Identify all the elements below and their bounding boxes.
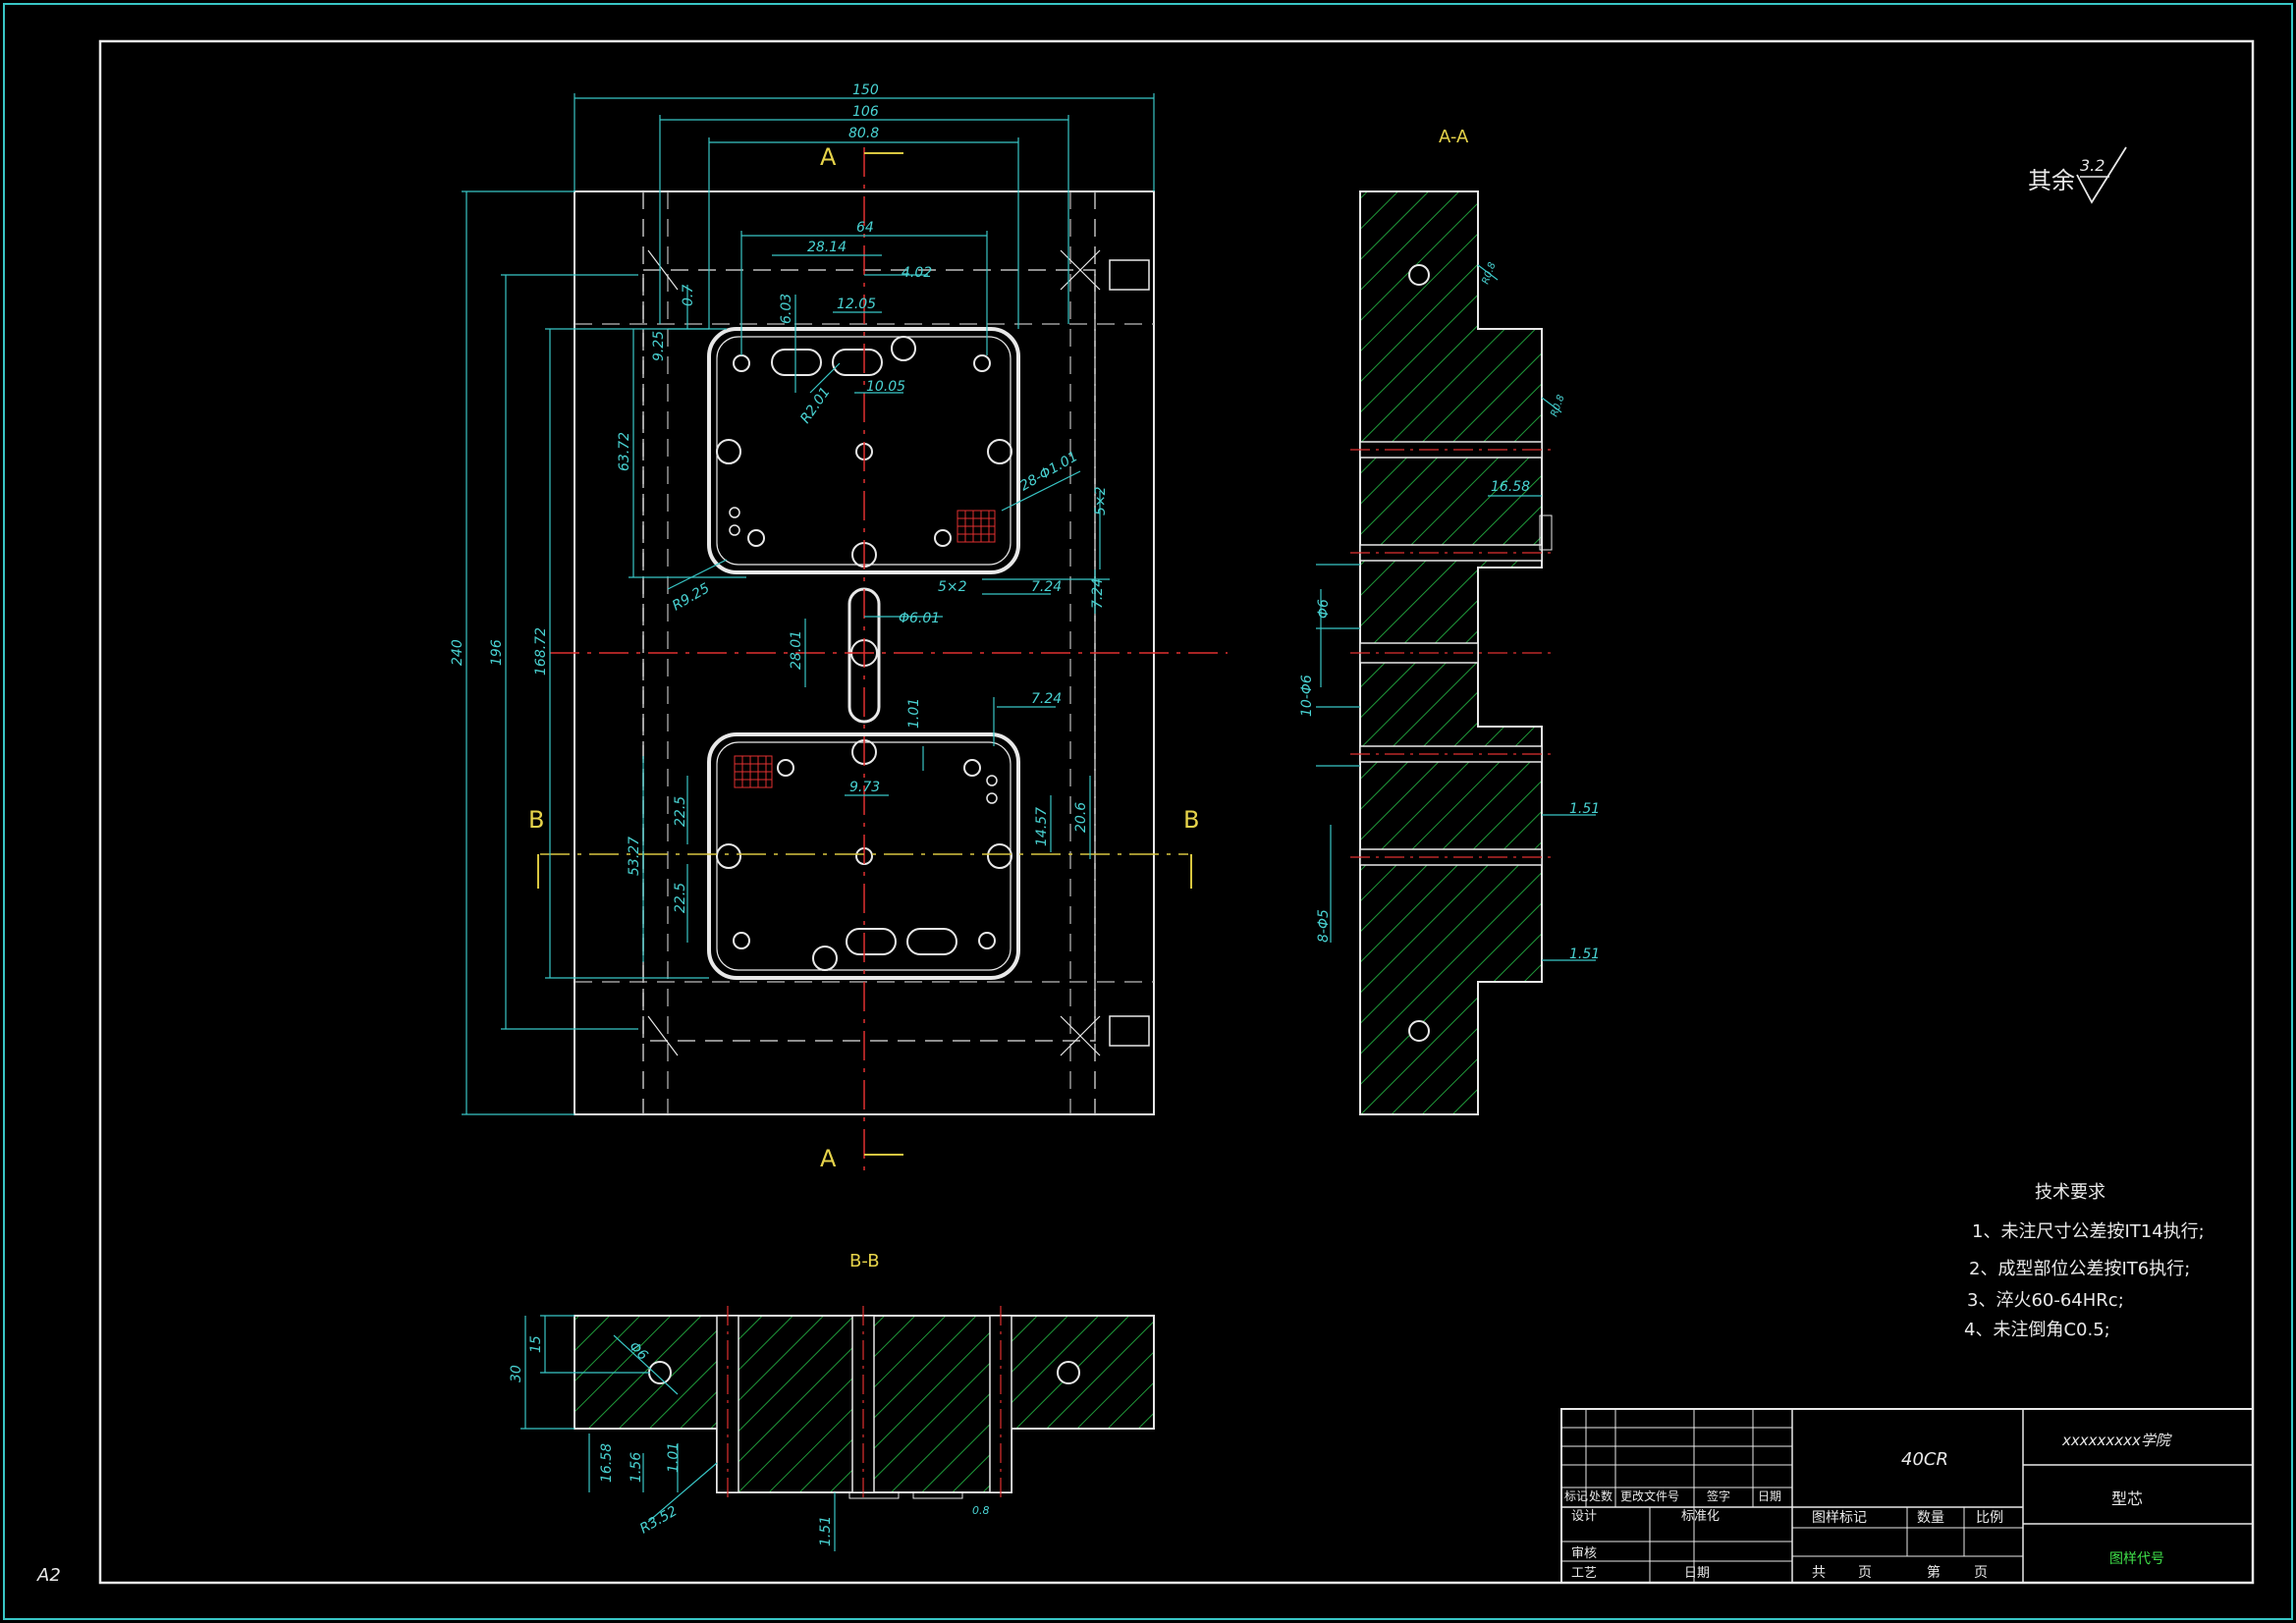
dim-14-57: 14.57 [1034, 807, 1050, 846]
dim-28-14: 28.14 [807, 240, 847, 255]
dim-22-5-b: 22.5 [673, 883, 688, 913]
tech-item-4: 4、未注倒角C0.5; [1964, 1320, 2110, 1340]
part-name: 型芯 [2111, 1489, 2143, 1508]
aa-dim-1-51-a: 1.51 [1569, 801, 1600, 817]
school-label: xxxxxxxxx学院 [2061, 1432, 2172, 1449]
dim-overall-width: 150 [852, 82, 879, 98]
page2-label: 页 [1974, 1565, 1988, 1581]
section-aa-title: A-A [1439, 127, 1469, 147]
dim-overall-height: 240 [450, 639, 465, 666]
material-label: 40CR [1901, 1449, 1948, 1470]
bb-dim-15: 15 [528, 1335, 544, 1353]
dim-phi6-01: Φ6.01 [899, 611, 940, 626]
roughness-value: 3.2 [2080, 156, 2105, 175]
aa-dim-16-58: 16.58 [1491, 479, 1530, 495]
dim-5x2-vertical: 5×2 [1093, 486, 1109, 515]
outer-border [3, 3, 2293, 1620]
date-label: 日期 [1684, 1566, 1710, 1581]
dim-64: 64 [856, 220, 874, 236]
aa-dim-8-phi5: 8-Φ5 [1316, 909, 1332, 943]
dim-1-01: 1.01 [906, 698, 922, 729]
dim-9-73: 9.73 [849, 780, 880, 795]
dim-106: 106 [852, 104, 879, 120]
cut-label-left: B [528, 806, 544, 834]
aa-dim-1-51-b: 1.51 [1569, 947, 1600, 962]
standardize-label: 标准化 [1681, 1509, 1720, 1524]
bb-dim-1-51: 1.51 [818, 1516, 834, 1546]
dim-20-6: 20.6 [1073, 802, 1089, 833]
bb-dim-0-8: 0.8 [972, 1504, 990, 1517]
tech-title: 技术要求 [2035, 1182, 2105, 1203]
roughness-label: 其余 [2028, 167, 2075, 194]
bb-dim-1-56: 1.56 [629, 1452, 644, 1483]
dim-r2-01: R2.01 [797, 385, 834, 427]
header-change-doc: 更改文件号 [1620, 1488, 1679, 1503]
header-date: 日期 [1758, 1489, 1781, 1503]
dim-80-8: 80.8 [848, 126, 879, 141]
dim-10-05: 10.05 [866, 379, 905, 395]
sheet-size-label: A2 [36, 1565, 61, 1586]
dim-12-05: 12.05 [837, 297, 876, 312]
drawing-frame [98, 39, 2255, 1585]
dim-63-72: 63.72 [617, 432, 632, 471]
tech-item-3: 3、淬火60-64HRc; [1967, 1290, 2124, 1311]
dim-7-24-b: 7.24 [1090, 578, 1106, 609]
dim-9-25: 9.25 [651, 331, 667, 361]
process-label: 工艺 [1571, 1566, 1597, 1581]
upper-cavity [707, 327, 1020, 574]
cut-label-right: B [1183, 806, 1199, 834]
bb-dim-r3-52: R3.52 [637, 1503, 681, 1537]
dim-7-24-a: 7.24 [1031, 579, 1062, 595]
header-sign: 签字 [1707, 1488, 1730, 1503]
bb-dim-1-01: 1.01 [666, 1442, 682, 1473]
dim-6-03: 6.03 [779, 294, 794, 324]
dim-168-72: 168.72 [533, 627, 549, 676]
cut-label-bottom: A [820, 1145, 837, 1172]
dim-7-24-c: 7.24 [1031, 691, 1062, 707]
aa-dim-r-a: R0.8 [1480, 261, 1498, 286]
section-bb: B-B 15 30 Φ6 [509, 1251, 1155, 1551]
tech-item-1: 1、未注尺寸公差按IT14执行; [1972, 1221, 2205, 1242]
roughness-symbol: 其余 3.2 [2028, 146, 2127, 204]
scale-label: 比例 [1976, 1510, 2003, 1526]
roughness-check-icon [2076, 146, 2127, 204]
quantity-label: 数量 [1917, 1510, 1944, 1526]
header-mark: 标记 [1564, 1489, 1588, 1503]
total-label: 共 [1812, 1565, 1826, 1581]
title-block-text: 40CR xxxxxxxxx学院 型芯 图样代号 标记 处数 更改文件号 签字 … [1564, 1432, 2172, 1581]
section-bb-title: B-B [849, 1251, 880, 1271]
dim-5x2-horizontal: 5×2 [938, 579, 967, 595]
tech-item-2: 2、成型部位公差按IT6执行; [1969, 1259, 2190, 1279]
drawing-mark-label: 图样标记 [1812, 1510, 1867, 1526]
hidden-outline [642, 269, 1096, 1042]
lower-cavity [707, 732, 1020, 980]
page-label: 页 [1858, 1565, 1872, 1581]
dim-196: 196 [489, 639, 505, 666]
main-view: A A B B [450, 82, 1228, 1178]
title-block [1560, 1408, 2254, 1584]
dim-22-5-a: 22.5 [673, 796, 688, 827]
section-aa: A-A 16.58 [1299, 127, 1600, 1115]
design-label: 设计 [1571, 1509, 1597, 1524]
dim-0-7: 0.7 [681, 285, 696, 306]
review-label: 审核 [1571, 1546, 1597, 1561]
bb-dim-30: 30 [509, 1365, 524, 1382]
dim-53-27: 53.27 [627, 837, 642, 876]
aa-dim-phi6: Φ6 [1316, 599, 1332, 619]
aa-dim-10-phi6: 10-Φ6 [1299, 675, 1315, 717]
tech-requirements: 技术要求 1、未注尺寸公差按IT14执行; 2、成型部位公差按IT6执行; 3、… [1964, 1182, 2205, 1340]
dim-4-02: 4.02 [902, 265, 932, 281]
aa-dim-r-b: R0.8 [1549, 394, 1566, 418]
header-count: 处数 [1589, 1488, 1613, 1503]
cut-label-top: A [820, 143, 837, 171]
bb-dim-16-58: 16.58 [599, 1443, 615, 1483]
drawing-number: 图样代号 [2109, 1551, 2164, 1567]
sheet-no-label: 第 [1927, 1564, 1941, 1581]
dim-28-01: 28.01 [789, 630, 804, 670]
